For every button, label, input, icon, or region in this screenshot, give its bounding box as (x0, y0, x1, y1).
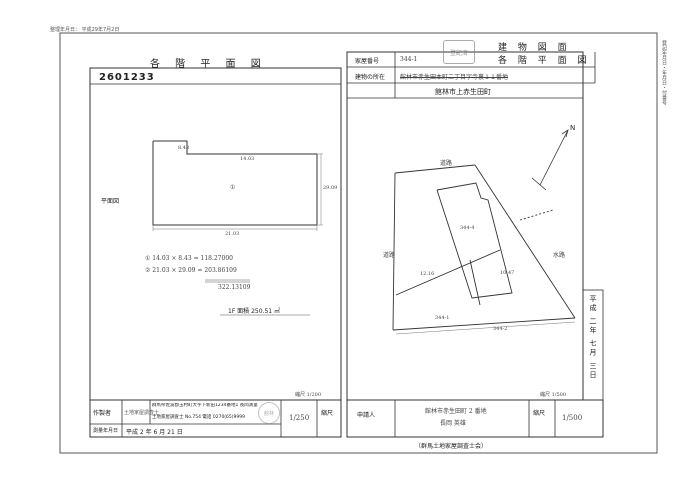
floor-mark: ① (230, 184, 236, 191)
floor-label: 平面図 (101, 198, 120, 205)
left-title: 各 階 平 面 図 (150, 59, 267, 70)
dim-top: 14.03 (240, 156, 255, 162)
north-label: N (570, 124, 576, 132)
location-correction: 館林市上赤生田町 (435, 88, 491, 96)
north-arrow (531, 129, 569, 191)
survey-date: 平成 2 年 6 月 21 日 (126, 429, 183, 436)
dim-side: 29.09 (323, 185, 338, 191)
road-east-label: 水路 (553, 252, 566, 259)
survey-label: 測量年月日 (93, 428, 119, 434)
dim-a: 12.16 (420, 271, 435, 277)
issue-date: 整理年月日： 平成29年7月2日 (50, 27, 120, 33)
right-scale-label: 縮尺 (533, 410, 546, 417)
road-west-label: 道路 (383, 252, 396, 259)
maker-label: 作製者 (93, 410, 112, 417)
calc-total: 322.13109 (218, 284, 251, 291)
maker-license: 土地家屋調査士 No.754 電話 0270(65)9999 (152, 415, 245, 420)
vertical-date: 平成 二年 七月 三日 (589, 295, 597, 380)
dim-left: 8.43 (178, 145, 190, 151)
maker-address: 群馬県佐波郡玉村町大字下新田1234番地1 長岡測量設計事務所 (152, 403, 258, 408)
calc-line-2: ② 21.03 × 29.09 = 203.86109 (145, 267, 237, 274)
seal-stamp-left: 登記済 (443, 40, 475, 64)
left-sheet-frame (89, 67, 342, 401)
dim-b: 10.47 (500, 270, 515, 276)
road-north-label: 道路 (440, 160, 453, 167)
house-number-label: 家屋番号 (355, 58, 380, 65)
footer-note: （群馬土地家屋調査士会） (415, 443, 488, 450)
map-scale-note: 縮尺 1/500 (540, 392, 566, 398)
left-info-table (89, 399, 342, 438)
record-number: 2601233 (99, 72, 155, 83)
lot-a: 344-1 (435, 315, 450, 321)
left-scale-note: 縮尺 1/200 (295, 392, 321, 398)
maker-assoc: 土地家屋調査士 (124, 410, 160, 416)
left-scale-value: 1/250 (289, 414, 310, 422)
right-info-table (346, 399, 604, 438)
location-label: 建物の所在 (355, 74, 386, 81)
location-value: 館林市赤生田本町二丁目字寺裏１１番地 (400, 74, 509, 81)
right-scale-value: 1/500 (562, 414, 583, 422)
right-title-2: 各 階 平 面 図 (498, 56, 591, 66)
house-number: 344-1 (400, 56, 418, 63)
side-code: 登記年月日・年月日・付番号 (661, 40, 667, 105)
left-scale-label: 縮尺 (321, 410, 334, 417)
site-map (392, 164, 576, 331)
outer-frame (59, 32, 658, 454)
calc-line-1: ① 14.03 × 8.43 = 118.27000 (145, 255, 233, 262)
applicant-name: 長岡 英雄 (440, 420, 466, 427)
dim-bottom: 21.03 (225, 231, 240, 237)
floor-area: 1F 面積 250.51 ㎡ (228, 308, 280, 315)
lot-b: 344-2 (493, 326, 508, 332)
lot-c: 344-4 (460, 225, 475, 231)
seal-stamp-bottom: 館林 (258, 402, 280, 424)
right-title-1: 建 物 図 面 (498, 43, 571, 53)
floor-plan (152, 140, 318, 226)
applicant-label: 申請人 (357, 412, 376, 419)
applicant-address: 館林市赤生田町 2 番地 (425, 408, 487, 415)
